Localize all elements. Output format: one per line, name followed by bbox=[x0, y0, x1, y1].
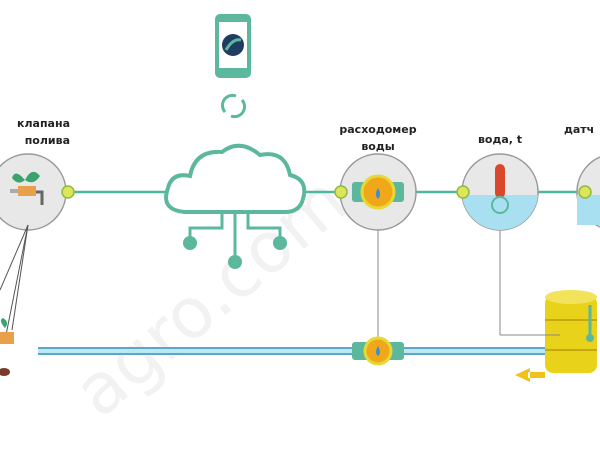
valve-label-line1: клапана bbox=[17, 117, 70, 130]
cloud-icon bbox=[164, 143, 307, 269]
smartphone-icon bbox=[215, 14, 251, 78]
sensor-node bbox=[576, 156, 600, 228]
flow-arrow-icon bbox=[515, 368, 545, 382]
water-temp-label: вода, t bbox=[477, 133, 523, 146]
sync-icon bbox=[220, 93, 247, 119]
valve-node bbox=[0, 153, 75, 231]
flowmeter-label: расходомер воды bbox=[328, 121, 428, 155]
valve-label: клапана полива bbox=[0, 115, 70, 149]
water-temperature-node bbox=[456, 153, 539, 335]
flowmeter-node bbox=[334, 153, 417, 345]
valve-wires bbox=[0, 224, 29, 341]
sensor-label: датч bbox=[564, 123, 595, 136]
water-pipe bbox=[38, 336, 550, 366]
flowmeter-label-line2: воды bbox=[361, 140, 395, 153]
water-barrel-icon bbox=[500, 290, 597, 373]
flowmeter-label-line1: расходомер bbox=[339, 123, 417, 136]
plant-icon bbox=[0, 318, 14, 376]
pipe-flowmeter bbox=[352, 336, 404, 366]
valve-label-line2: полива bbox=[24, 134, 70, 147]
